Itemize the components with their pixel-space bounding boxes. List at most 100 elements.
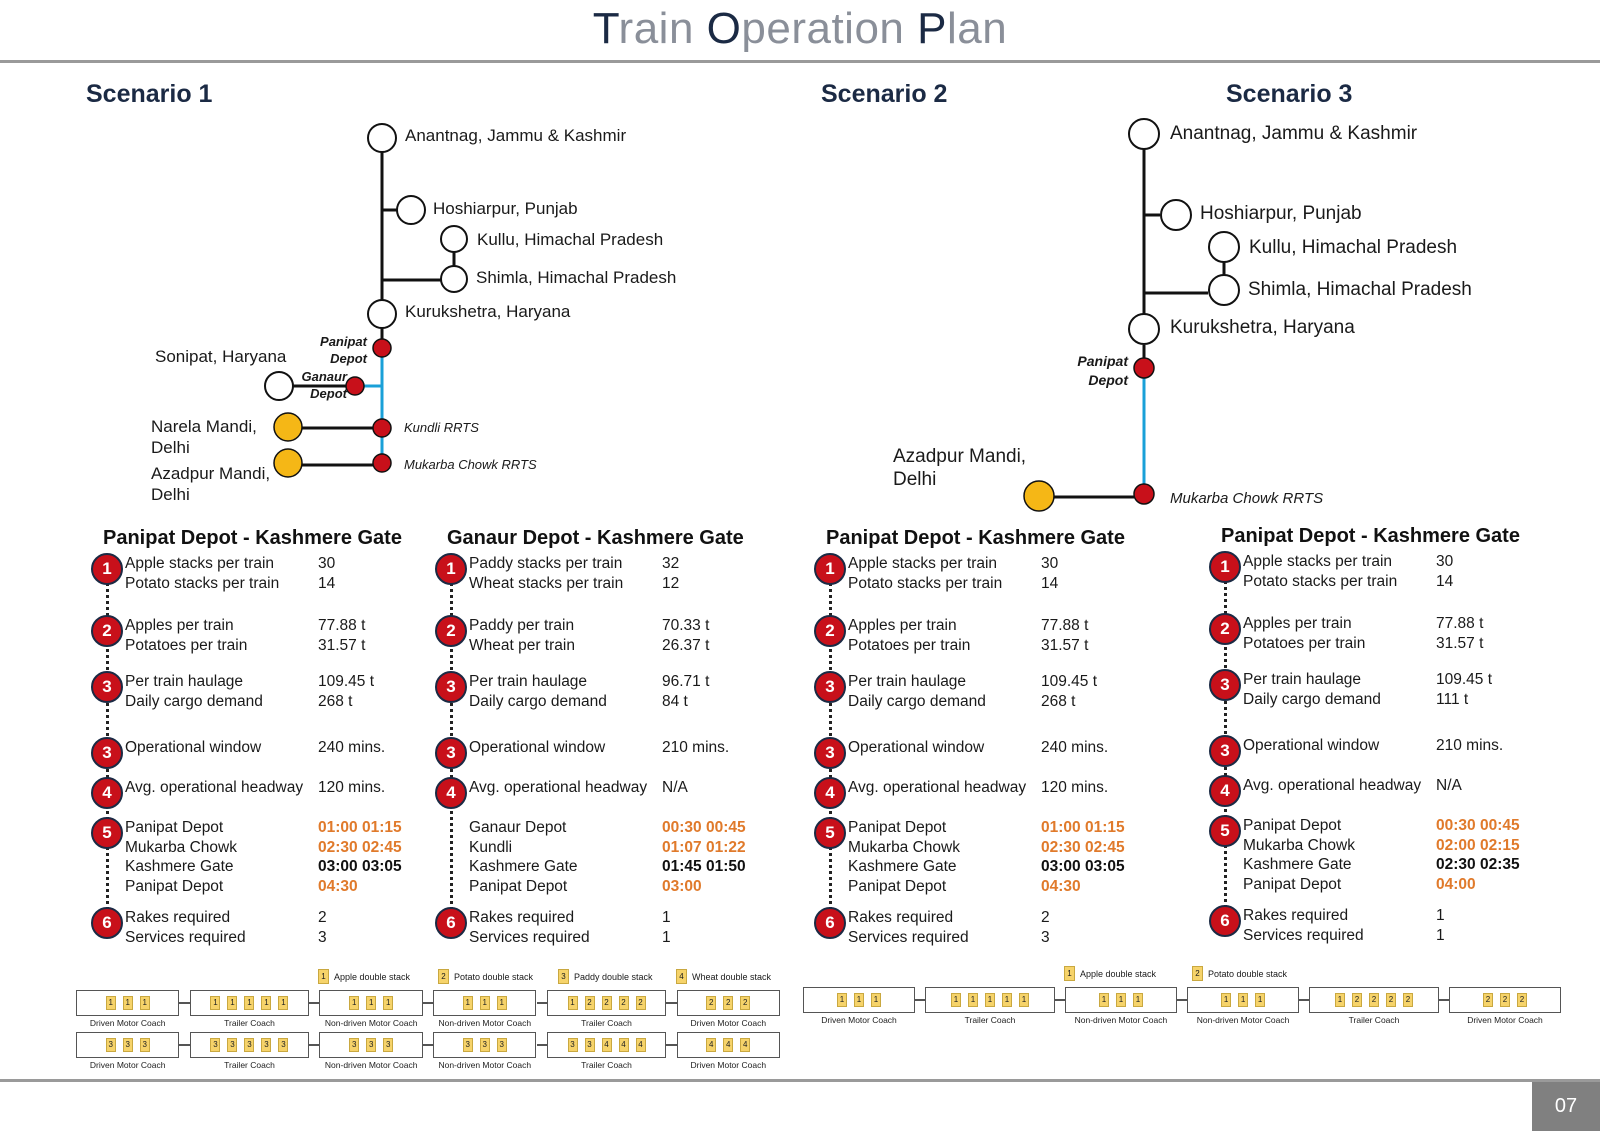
cargo-stack-box: 2 [1482, 993, 1493, 1007]
step-badge: 1 [814, 553, 846, 585]
step-badge: 1 [1209, 551, 1241, 583]
station-kurukshetra [367, 299, 397, 329]
row-label: Daily cargo demand [848, 692, 986, 710]
cargo-stack-box: 1 [1221, 993, 1232, 1007]
cargo-stack-box: 4 [706, 1038, 717, 1052]
label-hoshiarpur: Hoshiarpur, Punjab [433, 199, 578, 218]
row-label: Wheat stacks per train [469, 574, 624, 592]
cargo-stack-box: 1 [210, 996, 221, 1010]
cargo-stack-box: 3 [462, 1038, 473, 1052]
s3-label-kurukshetra: Kurukshetra, Haryana [1170, 317, 1355, 338]
row-label: Kashmere Gate [1243, 856, 1352, 873]
row-value: 03:00 03:05 [1041, 858, 1125, 875]
coupler [1176, 999, 1188, 1001]
cargo-stack-box: 3 [567, 1038, 578, 1052]
cargo-stack-box: 4 [601, 1038, 612, 1052]
station-panipat-depot [372, 338, 392, 358]
row-label: Operational window [125, 739, 262, 756]
row-label: Per train haulage [469, 673, 588, 690]
s3-station-panipat-depot [1133, 357, 1155, 379]
s3-station-hoshiarpur [1160, 199, 1192, 231]
row-label: Kashmere Gate [848, 858, 957, 875]
cargo-stack-box: 2 [635, 996, 646, 1010]
row-label: Kashmere Gate [469, 858, 578, 875]
scenario-2-title: Scenario 2 [821, 80, 948, 108]
row-value: 02:00 02:15 [1436, 836, 1520, 854]
step-badge: 5 [1209, 815, 1241, 847]
row-label: Services required [1243, 926, 1364, 944]
cargo-stack-box: 1 [1115, 993, 1126, 1007]
row-label: Avg. operational headway [1243, 777, 1422, 794]
row-label: Apple stacks per train [125, 555, 275, 572]
row-value: 3 [1041, 928, 1050, 946]
step-badge: 3 [91, 737, 123, 769]
cargo-stack-box: 1 [1132, 993, 1143, 1007]
cargo-stack-box: 1 [870, 993, 881, 1007]
row-value: 00:30 00:45 [662, 819, 746, 836]
row-value: 268 t [1041, 692, 1076, 710]
row-label: Rakes required [469, 909, 575, 926]
row-value: 96.71 t [662, 673, 710, 690]
station-hoshiarpur [396, 195, 426, 225]
row-value: N/A [662, 779, 688, 796]
row-value: 04:00 [1436, 875, 1476, 893]
s3-label-hoshiarpur: Hoshiarpur, Punjab [1200, 203, 1362, 224]
label-ganaur-depot-2: Depot [310, 386, 348, 401]
row-value: 14 [1041, 574, 1059, 592]
station-ganaur-depot [345, 376, 365, 396]
coach-label: Driven Motor Coach [1467, 1015, 1543, 1025]
row-label: Ganaur Depot [469, 819, 567, 836]
coach-label: Driven Motor Coach [690, 1060, 767, 1070]
cargo-stack-box: 3 [366, 1038, 377, 1052]
s3-label-shimla: Shimla, Himachal Pradesh [1248, 279, 1472, 300]
coach-label: Trailer Coach [581, 1018, 632, 1028]
cargo-stack-box: 1 [1001, 993, 1012, 1007]
coach-label: Non-driven Motor Coach [1074, 1015, 1168, 1025]
coupler [1054, 999, 1065, 1001]
s3-station-kurukshetra [1128, 313, 1160, 345]
cargo-stack-box: 2 [1403, 993, 1414, 1007]
row-label: Rakes required [125, 909, 231, 926]
cargo-stack-box: 1 [462, 996, 473, 1010]
cargo-stack-box: 1 [227, 996, 238, 1010]
label-anantnag: Anantnag, Jammu & Kashmir [405, 126, 626, 145]
row-label: Paddy per train [469, 617, 575, 634]
coupler [309, 1002, 320, 1004]
row-value: 70.33 t [662, 617, 710, 634]
row-value: 77.88 t [1436, 615, 1484, 632]
step-badge: 4 [435, 777, 467, 809]
scenario-1-title: Scenario 1 [86, 80, 213, 108]
cargo-stack-box: 1 [853, 993, 864, 1007]
cargo-stack-box: 3 [496, 1038, 507, 1052]
row-value: 210 mins. [1436, 737, 1504, 754]
cargo-stack-box: 3 [261, 1038, 272, 1052]
station-anantnag [367, 123, 397, 153]
label-kurukshetra: Kurukshetra, Haryana [405, 302, 571, 321]
cargo-stack-box: 1 [950, 993, 961, 1007]
coach-label: Driven Motor Coach [821, 1015, 897, 1025]
row-value: 3 [318, 928, 327, 946]
step-badge: 1 [435, 553, 467, 585]
step-badge: 4 [814, 777, 846, 809]
station-kullu [440, 225, 468, 253]
row-label: Potatoes per train [848, 636, 971, 654]
row-value: 12 [662, 574, 680, 592]
row-value: 04:30 [318, 877, 358, 895]
cargo-stack-box: 2 [618, 996, 629, 1010]
row-value: 2 [318, 909, 327, 926]
row-label: Panipat Depot [469, 877, 568, 895]
row-label: Rakes required [1243, 907, 1349, 924]
row-label: Per train haulage [848, 673, 967, 690]
